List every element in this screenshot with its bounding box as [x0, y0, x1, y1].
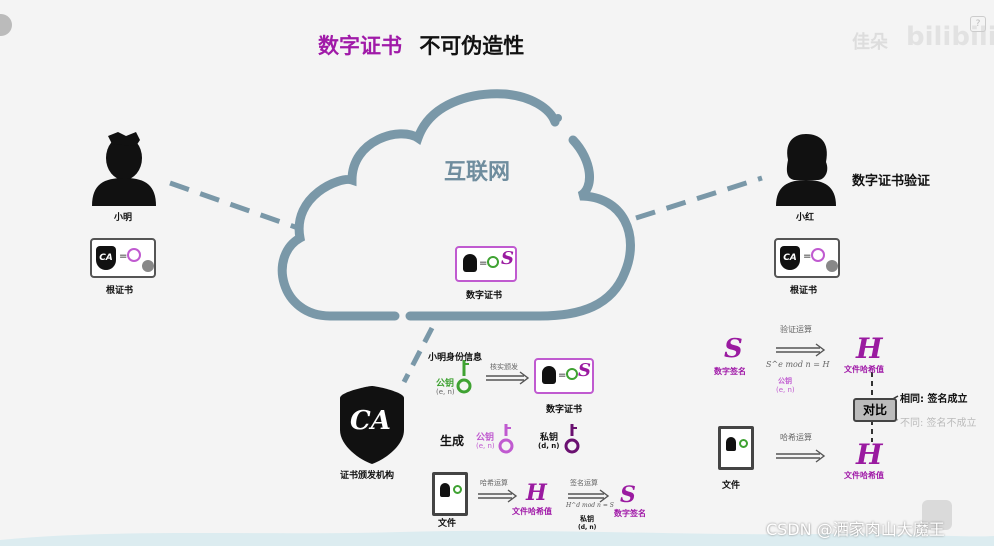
green-key-icon — [456, 360, 472, 394]
ca-label: 证书颁发机构 — [340, 471, 395, 481]
verify-hash-label: 文件哈希值 — [844, 365, 884, 374]
root-cert-right: CA = — [774, 238, 840, 278]
file-icon — [432, 472, 468, 516]
cloud-dot — [554, 114, 562, 122]
file-label: 文件 — [438, 519, 457, 529]
root-cert-left: CA = — [90, 238, 156, 278]
connector-ca — [401, 326, 435, 384]
issued-cert: = S — [534, 358, 594, 394]
cloud-shape-right — [405, 135, 635, 321]
root-cert-right-label: 根证书 — [790, 286, 818, 296]
sign-private-key-label: 私钥 — [580, 515, 594, 523]
root-cert-left-label: 根证书 — [106, 286, 134, 296]
verify-hash-label2: 文件哈希值 — [844, 471, 884, 480]
arrow-verify-op — [776, 343, 826, 357]
person-icon — [463, 254, 477, 272]
xiaohong-label: 小红 — [796, 213, 815, 223]
issued-cert-label: 数字证书 — [546, 405, 583, 415]
file-label-right: 文件 — [722, 481, 741, 491]
verify-sig-S: S — [724, 334, 743, 364]
bilibili-logo: bilibili — [906, 22, 994, 52]
verify-H: H — [856, 332, 883, 365]
xiaoming-label: 小明 — [114, 213, 133, 223]
play-button-icon[interactable] — [922, 500, 952, 530]
seal-icon — [826, 260, 838, 272]
sign-S: S — [620, 482, 636, 508]
signature-S-icon: S — [501, 248, 514, 269]
sign-formula: H^d mod n = S — [566, 502, 614, 509]
arrow-hash-right — [776, 449, 826, 463]
seal-icon — [142, 260, 154, 272]
ca-badge-icon: CA — [96, 246, 116, 270]
title-part2: 不可伪造性 — [419, 34, 525, 58]
ca-badge-icon: CA — [780, 246, 800, 270]
public-key-label: 公钥 — [436, 379, 455, 389]
hash-arrow-right-label: 哈希运算 — [780, 433, 812, 442]
verify-heading: 数字证书验证 — [852, 174, 931, 189]
purple-key-icon — [564, 424, 580, 454]
verify-pub-label: 公钥 — [778, 377, 792, 385]
pink-key-icon — [811, 248, 825, 262]
gen-public-key-label: 公钥 — [476, 433, 495, 443]
verify-issue-label: 核实颁发 — [490, 363, 518, 371]
corner-circle — [0, 14, 12, 36]
arrow-verify-issue — [486, 371, 530, 385]
compare-box: 对比 — [853, 398, 897, 422]
ca-shield-text: CA — [350, 406, 391, 436]
connector-right — [635, 175, 763, 221]
gen-private-key-values: (d, n) — [538, 442, 560, 450]
connector-left — [169, 180, 299, 231]
sign-label: 数字签名 — [614, 509, 646, 518]
hash-value-label: 文件哈希值 — [512, 507, 552, 516]
person-icon-xiaoming — [92, 132, 156, 206]
green-key-icon — [566, 368, 578, 380]
compare-diff-label: 不同: 签名不成立 — [900, 418, 977, 429]
cloud-label: 互联网 — [444, 160, 511, 185]
bottom-wave — [0, 530, 994, 546]
watermark-bottom: CSDN @洒家肉山大魔王 — [766, 520, 945, 539]
pink-key-icon — [127, 248, 141, 262]
ca-shield-icon — [340, 386, 404, 464]
help-icon[interactable]: ? — [970, 16, 986, 32]
hash-arrow-label: 哈希运算 — [480, 479, 508, 487]
verify-sig-label: 数字签名 — [714, 367, 746, 376]
generate-label: 生成 — [440, 434, 465, 448]
page-title: 数字证书 不可伪造性 — [318, 30, 524, 60]
verify-pub-values: (e, n) — [776, 386, 795, 394]
verify-formula: S^e mod n = H — [766, 360, 830, 369]
pink-key-icon — [498, 424, 514, 454]
arrow-sign — [568, 489, 610, 503]
file-icon-right — [718, 426, 754, 470]
green-key-icon — [487, 256, 499, 268]
cloud-shape — [277, 89, 560, 321]
hash-H: H — [526, 480, 547, 506]
public-key-values: (e, n) — [436, 388, 455, 396]
person-icon-xiaohong — [776, 134, 836, 206]
identity-info-label: 小明身份信息 — [428, 353, 483, 363]
gen-public-key-values: (e, n) — [476, 442, 495, 450]
watermark-top: 佳朵 — [852, 32, 888, 53]
signature-S-icon: S — [578, 360, 591, 381]
cloud-cert: = S — [455, 246, 517, 282]
compare-same-label: 相同: 签名成立 — [900, 394, 968, 405]
gen-private-key-label: 私钥 — [540, 433, 559, 443]
sign-private-key-values: (d, n) — [578, 524, 597, 531]
verify-op-label: 验证运算 — [780, 325, 812, 334]
sign-arrow-label: 签名运算 — [570, 479, 598, 487]
title-part1: 数字证书 — [318, 34, 402, 58]
person-icon — [542, 366, 556, 384]
arrow-hash — [478, 489, 518, 503]
verify-H2: H — [856, 438, 883, 471]
cloud-cert-label: 数字证书 — [466, 291, 503, 301]
